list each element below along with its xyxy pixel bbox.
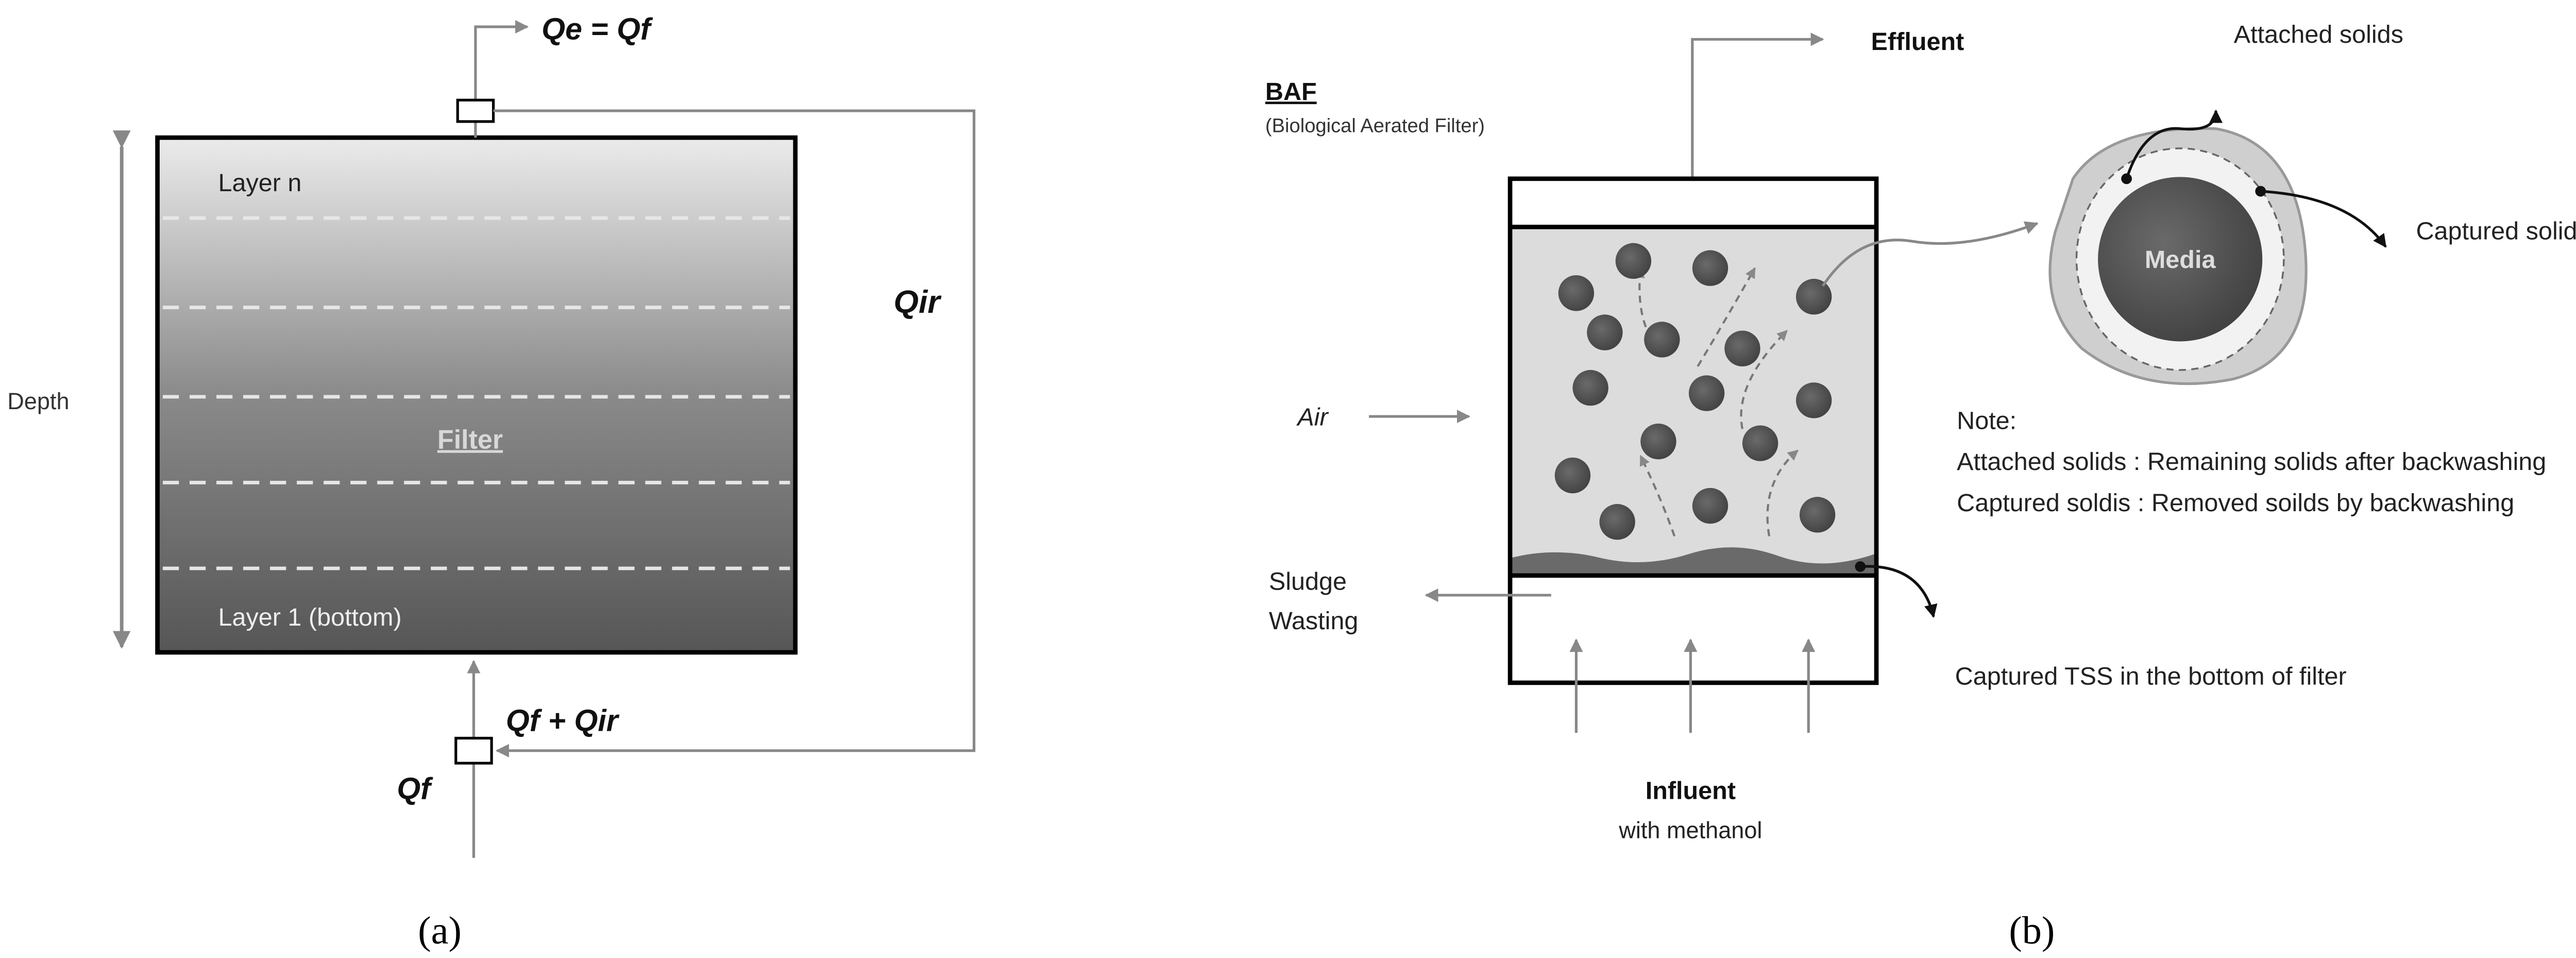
note-title: Note: xyxy=(1957,407,2016,434)
media-label: Media xyxy=(2145,246,2216,274)
recycle-line xyxy=(493,109,976,758)
captured-tss-label: Captured TSS in the bottom of filter xyxy=(1955,662,2347,690)
influent-arrows xyxy=(1569,638,1816,733)
air-bubble-paths xyxy=(1634,267,1799,537)
depth-label: Depth xyxy=(7,388,69,414)
baf-subtitle: (Biological Aerated Filter) xyxy=(1265,115,1485,137)
caption-a: (a) xyxy=(418,909,462,952)
feed-mixer xyxy=(454,736,493,765)
effluent-arrow xyxy=(1691,32,1824,179)
effluent-splitter xyxy=(456,98,495,123)
note-line-1: Attached solids : Remaining solids after… xyxy=(1957,448,2546,476)
callout-arrow xyxy=(1821,221,2039,287)
note-line-2: Captured soldis : Removed soilds by back… xyxy=(1957,489,2514,517)
effluent-flow-label: Qe = Qf xyxy=(541,12,653,46)
attached-solids-label: Attached solids xyxy=(2234,21,2403,48)
layer-1-label: Layer 1 (bottom) xyxy=(218,603,401,631)
captured-solids-label: Captured solids xyxy=(2416,217,2576,245)
filter-label: Filter xyxy=(437,425,503,455)
effluent-label: Effluent xyxy=(1871,28,1964,56)
filter-column xyxy=(155,135,798,655)
feed-flow-label: Qf xyxy=(397,772,433,805)
caption-b: (b) xyxy=(2009,909,2055,952)
panel-a: Layer n Filter Layer 1 (bottom) Depth Qe… xyxy=(7,12,976,952)
layer-n-label: Layer n xyxy=(218,169,301,197)
media-core xyxy=(2098,177,2263,342)
media-beads xyxy=(1554,243,1836,540)
baf-title: BAF xyxy=(1265,78,1317,106)
sludge-label-2: Wasting xyxy=(1269,607,1359,635)
influent-label: Influent xyxy=(1646,777,1736,804)
panel-b: BAF (Biological Aerated Filter) Effluent… xyxy=(1265,21,2576,952)
captured-tss-layer xyxy=(1512,547,1875,576)
baf-column xyxy=(1507,176,1879,685)
air-label: Air xyxy=(1296,403,1329,431)
recycle-flow-label: Qir xyxy=(894,284,942,320)
effluent-arrow xyxy=(474,20,529,100)
influent-sub-label: with methanol xyxy=(1618,817,1762,844)
combined-flow-label: Qf + Qir xyxy=(506,704,620,738)
layer-dividers xyxy=(162,216,790,570)
sludge-label-1: Sludge xyxy=(1269,568,1347,596)
